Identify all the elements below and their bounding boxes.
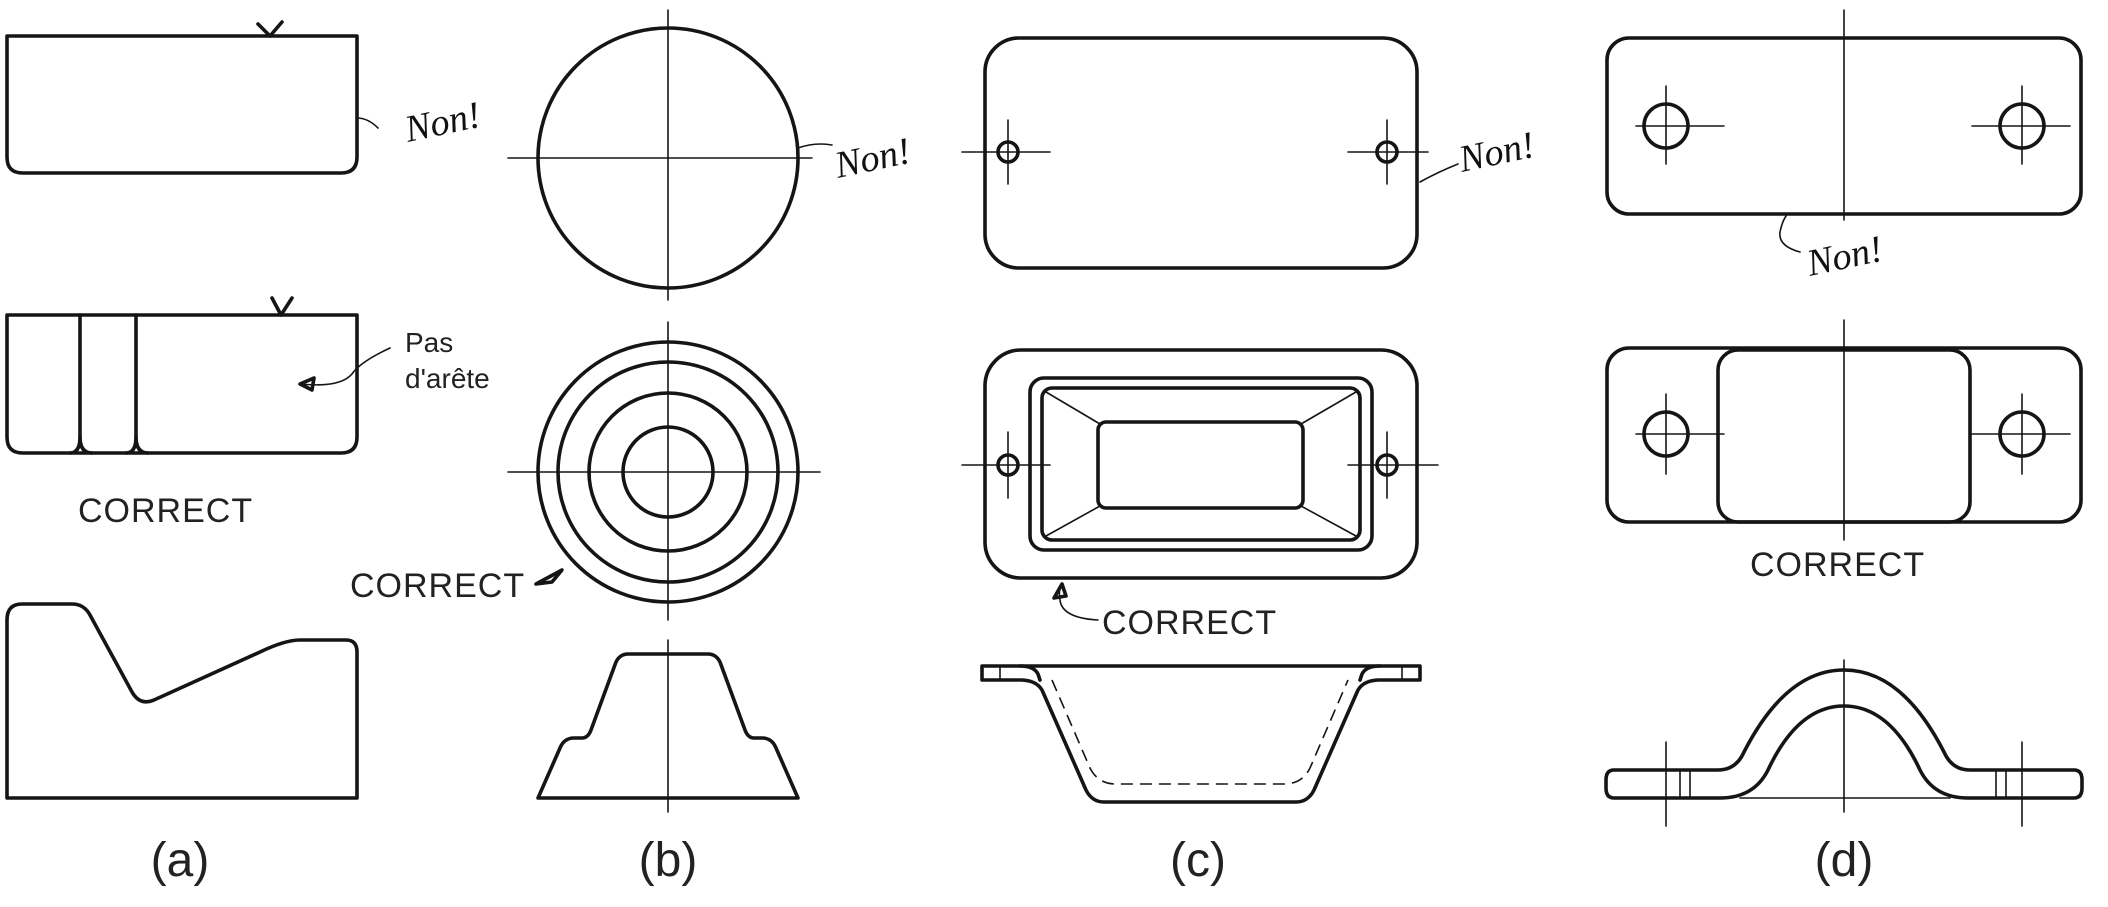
caption-d: (d) [1815,834,1874,887]
correct-label-c: CORRECT [1102,604,1277,642]
a-profile-view [5,602,359,800]
correct-label-b: CORRECT [350,567,525,605]
non-label-d: Non! [1802,228,1886,285]
column-b: Non! CORRECT (b) [350,9,914,887]
c-middle-view [961,348,1439,621]
caption-a: (a) [151,834,210,887]
non-label-b: Non! [830,130,914,187]
pas-darete-label-line1: Pas [405,327,453,358]
column-d: Non! CORRECT (d) [1604,9,2084,887]
b-middle-view [507,321,821,621]
caption-c: (c) [1170,834,1226,887]
a-top-view [5,20,379,175]
a-middle-view [5,296,391,455]
caption-b: (b) [639,834,698,887]
non-label-a: Non! [400,94,484,151]
d-middle-view [1605,319,2083,541]
b-top-view [507,9,833,301]
non-label-c: Non! [1454,124,1538,181]
d-profile-view [1604,659,2084,827]
b-profile-view [536,639,800,813]
c-profile-view [980,664,1422,804]
column-c: Non! CORRECT [961,36,1538,887]
d-top-view [1605,9,2083,253]
column-a: Non! Pas d'arête CORRECT (a) [5,20,490,887]
c-top-view [961,36,1459,270]
pas-darete-label-line2: d'arête [405,363,490,394]
correct-label-a: CORRECT [78,492,253,530]
correct-label-d: CORRECT [1750,546,1925,584]
